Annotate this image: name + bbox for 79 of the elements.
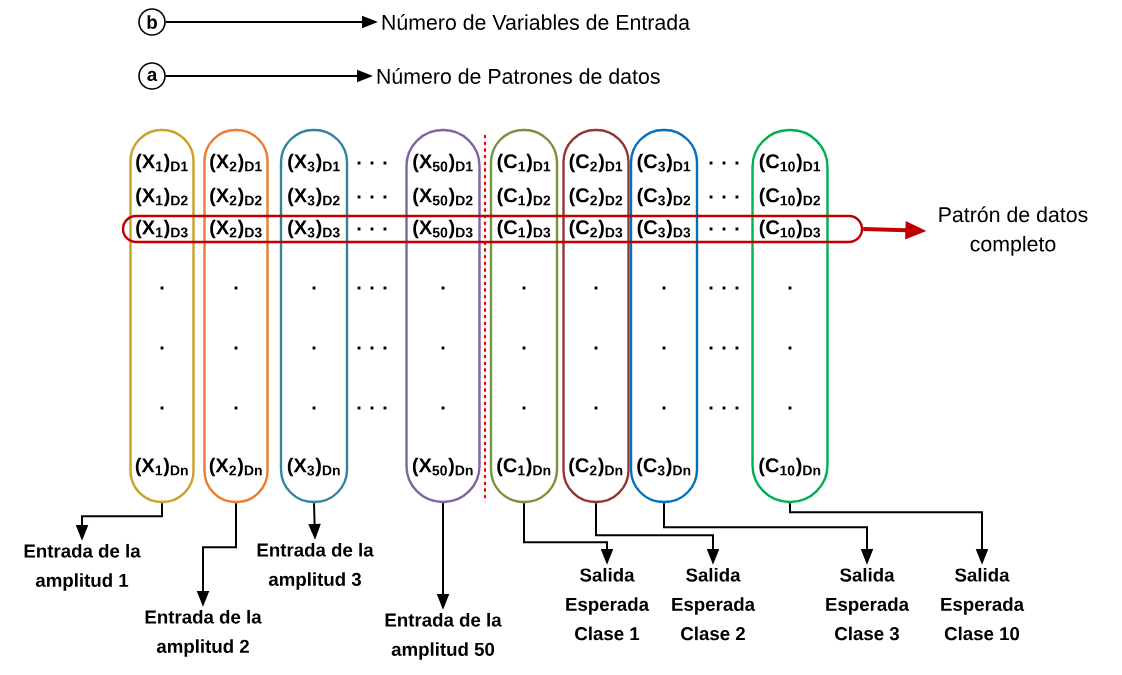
caption-text: Salida Esperada Clase 1 <box>566 567 650 641</box>
caption-text: Entrada de la amplitud 50 <box>385 612 502 660</box>
column-dot: . <box>160 286 164 290</box>
column-dot: . <box>788 346 792 350</box>
data-entry: . . . <box>357 227 387 231</box>
data-entry: (C$_{2}$)$_{Dn}$ <box>569 457 623 477</box>
data-entry: (X$_{1}$)$_{D3}$ <box>136 219 188 239</box>
column-dot: . <box>312 346 316 350</box>
data-entry: (C$_{10}$)$_{Dn}$ <box>759 457 821 477</box>
data-entry: (X$_{3}$)$_{D1}$ <box>288 153 340 173</box>
column-dot: . <box>160 346 164 350</box>
ellipsis: . . . <box>357 346 387 350</box>
data-entry: (X$_{1}$)$_{D2}$ <box>136 187 188 207</box>
column-dot: . <box>234 286 238 290</box>
column-dot: . <box>441 286 445 290</box>
column-dot: . <box>522 286 526 290</box>
data-entry: (X$_{3}$)$_{D3}$ <box>288 219 340 239</box>
data-entry: (C$_{2}$)$_{D3}$ <box>569 219 623 239</box>
data-entry: (X$_{1}$)$_{D1}$ <box>136 153 188 173</box>
caption-text: Entrada de la amplitud 1 <box>24 543 141 591</box>
data-entry: (C$_{3}$)$_{Dn}$ <box>637 457 691 477</box>
caption-text: Salida Esperada Clase 3 <box>826 567 910 641</box>
data-entry: (C$_{3}$)$_{D3}$ <box>637 219 691 239</box>
column-dot: . <box>522 346 526 350</box>
data-entry: (X$_{2}$)$_{Dn}$ <box>209 457 262 477</box>
ellipsis: . . . <box>709 346 739 350</box>
column-dot: . <box>788 406 792 410</box>
ellipsis: . . . <box>357 406 387 410</box>
data-entry: (C$_{1}$)$_{D3}$ <box>497 219 551 239</box>
data-entry: (X$_{2}$)$_{D3}$ <box>210 219 262 239</box>
ellipsis: . . . <box>709 406 739 410</box>
column-dot: . <box>441 346 445 350</box>
column-dot: . <box>594 406 598 410</box>
column-dot: . <box>662 346 666 350</box>
column-dot: . <box>312 406 316 410</box>
data-entry: (C$_{2}$)$_{D2}$ <box>569 187 623 207</box>
column-dot: . <box>234 406 238 410</box>
ellipsis: . . . <box>709 195 739 199</box>
ellipsis: . . . <box>357 286 387 290</box>
legend-text: Número de Patrones de datos <box>377 68 660 84</box>
column-dot: . <box>312 286 316 290</box>
data-entry: (C$_{1}$)$_{D1}$ <box>497 153 551 173</box>
ellipsis: . . . <box>357 161 387 165</box>
column-dot: . <box>160 406 164 410</box>
data-entry: (C$_{3}$)$_{D1}$ <box>637 153 691 173</box>
column-dot: . <box>788 286 792 290</box>
data-entry: (X$_{50}$)$_{Dn}$ <box>412 457 473 477</box>
data-entry: (C$_{3}$)$_{D2}$ <box>637 187 691 207</box>
ellipsis: . . . <box>709 286 739 290</box>
data-entry: (X$_{1}$)$_{Dn}$ <box>135 457 188 477</box>
caption-text: Entrada de la amplitud 3 <box>257 542 374 590</box>
column-dot: . <box>522 406 526 410</box>
column-dot: . <box>662 406 666 410</box>
data-entry: (C$_{10}$)$_{D1}$ <box>759 153 821 173</box>
data-entry: (C$_{10}$)$_{D3}$ <box>759 219 821 239</box>
caption-text: Entrada de la amplitud 2 <box>145 609 262 657</box>
column-dot: . <box>662 286 666 290</box>
ellipsis: . . . <box>709 161 739 165</box>
data-entry: (X$_{50}$)$_{D3}$ <box>413 219 473 239</box>
data-entry: (C$_{2}$)$_{D1}$ <box>569 153 623 173</box>
data-entry: (X$_{50}$)$_{D2}$ <box>413 187 473 207</box>
output-text: Patrón de datos completo <box>939 206 1088 256</box>
caption-text: Salida Esperada Clase 2 <box>672 567 756 641</box>
column-dot: . <box>594 286 598 290</box>
caption-text: Salida Esperada Clase 10 <box>941 567 1025 641</box>
column-dot: . <box>594 346 598 350</box>
data-entry: (C$_{1}$)$_{Dn}$ <box>497 457 551 477</box>
column-dot: . <box>441 406 445 410</box>
data-entry: (C$_{1}$)$_{D2}$ <box>497 187 551 207</box>
data-entry: (X$_{3}$)$_{D2}$ <box>288 187 340 207</box>
data-entry: (X$_{2}$)$_{D2}$ <box>210 187 262 207</box>
data-entry: (X$_{3}$)$_{Dn}$ <box>287 457 340 477</box>
data-entry: (X$_{2}$)$_{D1}$ <box>210 153 262 173</box>
data-entry: . . . <box>709 227 739 231</box>
column-dot: . <box>234 346 238 350</box>
data-entry: (C$_{10}$)$_{D2}$ <box>759 187 821 207</box>
legend-text: Número de Variables de Entrada <box>382 14 690 30</box>
data-entry: (X$_{50}$)$_{D1}$ <box>413 153 473 173</box>
ellipsis: . . . <box>357 195 387 199</box>
